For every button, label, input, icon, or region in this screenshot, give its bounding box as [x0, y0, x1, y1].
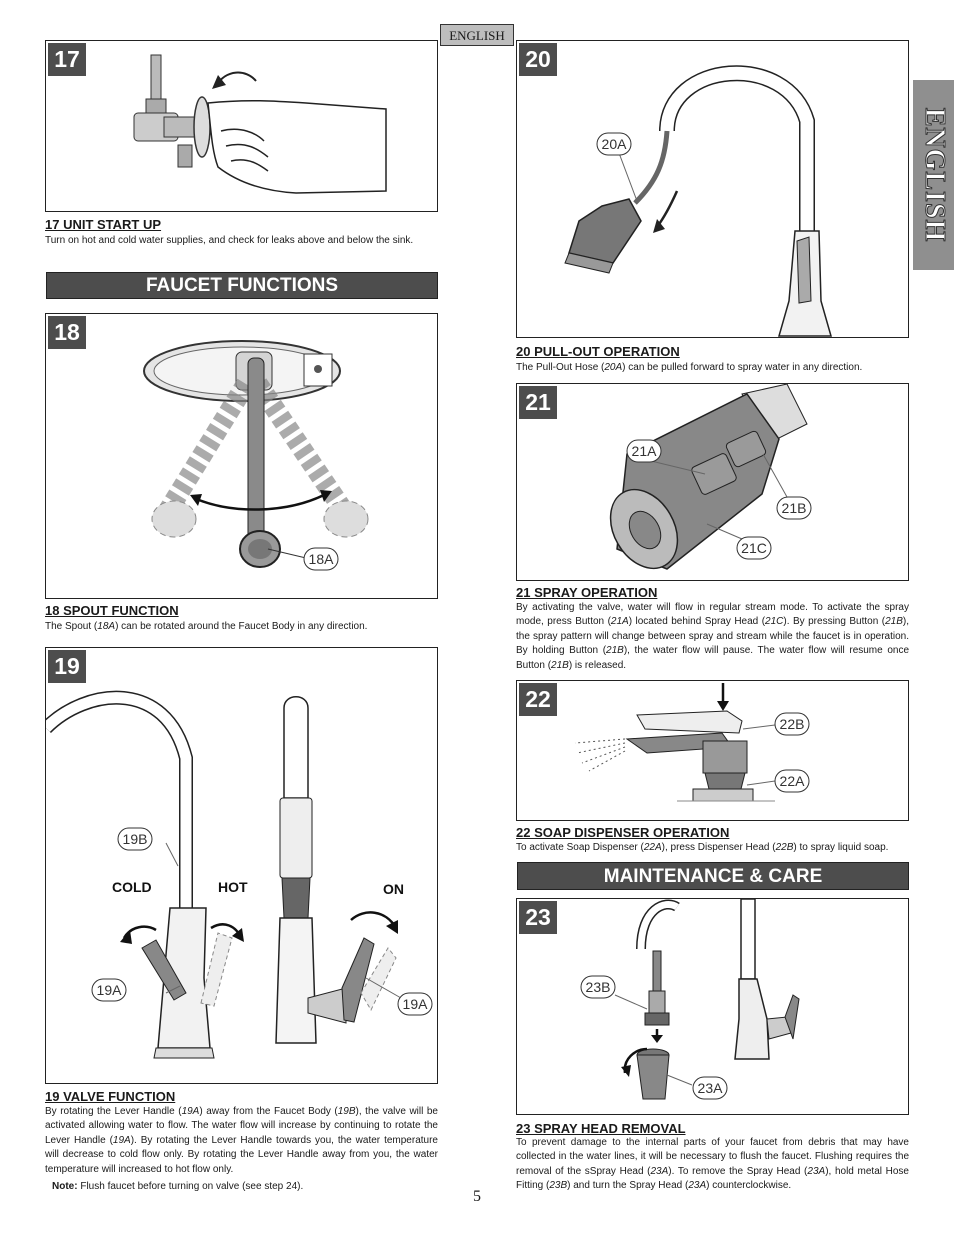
- label-hot: HOT: [218, 879, 248, 895]
- illustration-pull-out-operation: 20A: [564, 65, 832, 337]
- step-22-title: 22 SOAP DISPENSER OPERATION: [516, 825, 730, 840]
- illustration-spray-operation: 21A 21B 21C: [609, 384, 812, 570]
- step-number-17: 17: [48, 43, 86, 76]
- figure-17: 17: [45, 40, 438, 212]
- illustration-unit-start-up: [133, 54, 387, 194]
- step-number-20: 20: [519, 43, 557, 76]
- callout-19a-left: 19A: [97, 982, 123, 998]
- illustration-soap-dispenser: 22B 22A: [574, 683, 810, 802]
- note-label: Note:: [52, 1181, 78, 1192]
- figure-19: 19B 19A 19A COLD HOT ON 19: [45, 647, 438, 1084]
- step-number-23: 23: [519, 901, 557, 934]
- step-23-body: To prevent damage to the internal parts …: [516, 1137, 909, 1192]
- callout-22a: 22A: [780, 773, 806, 789]
- step-number-18: 18: [48, 316, 86, 349]
- step-number-22: 22: [519, 683, 557, 716]
- step-19-note: Note: Flush faucet before turning on val…: [52, 1180, 438, 1194]
- callout-23b: 23B: [586, 979, 611, 995]
- step-number-21: 21: [519, 386, 557, 419]
- callout-22b: 22B: [780, 716, 805, 732]
- callout-21c: 21C: [741, 540, 767, 556]
- step-19-body: By rotating the Lever Handle (19A) away …: [45, 1106, 438, 1175]
- callout-23a: 23A: [698, 1080, 724, 1096]
- step-21-title: 21 SPRAY OPERATION: [516, 585, 658, 600]
- figure-23: 23B 23A 23: [516, 898, 909, 1115]
- figure-18: 18A 18: [45, 313, 438, 599]
- illustration-spout-function: 18A: [143, 340, 369, 571]
- step-22-body: To activate Soap Dispenser (22A), press …: [516, 842, 889, 853]
- callout-19b: 19B: [123, 831, 148, 847]
- step-18-body: The Spout (18A) can be rotated around th…: [45, 621, 368, 632]
- note-text: Flush faucet before turning on valve (se…: [77, 1181, 304, 1192]
- label-on: ON: [383, 881, 404, 897]
- step-number-19: 19: [48, 650, 86, 683]
- callout-19a-right: 19A: [403, 996, 429, 1012]
- maintenance-care-heading: MAINTENANCE & CARE: [517, 862, 909, 890]
- language-tag: ENGLISH: [440, 24, 514, 46]
- figure-22: 22B 22A 22: [516, 680, 909, 821]
- step-23-title: 23 SPRAY HEAD REMOVAL: [516, 1121, 686, 1136]
- illustration-valve-function: 19B 19A 19A COLD HOT ON: [46, 690, 433, 1059]
- label-cold: COLD: [112, 879, 152, 895]
- page-number: 5: [473, 1188, 481, 1205]
- step-18-title: 18 SPOUT FUNCTION: [45, 603, 179, 618]
- callout-21a: 21A: [632, 443, 658, 459]
- faucet-functions-heading: FAUCET FUNCTIONS: [46, 272, 438, 299]
- callout-18a: 18A: [309, 551, 335, 567]
- step-17-title: 17 UNIT START UP: [45, 217, 162, 232]
- step-17-body: Turn on hot and cold water supplies, and…: [45, 235, 414, 246]
- callout-20a: 20A: [602, 136, 628, 152]
- side-language-tab: ENGLISH: [913, 80, 954, 270]
- step-20-body: The Pull-Out Hose (20A) can be pulled fo…: [516, 362, 863, 373]
- step-19-title: 19 VALVE FUNCTION: [45, 1089, 176, 1104]
- figure-20: 20A 20: [516, 40, 909, 338]
- illustration-spray-head-removal: 23B 23A: [580, 899, 800, 1100]
- step-20-title: 20 PULL-OUT OPERATION: [516, 344, 680, 359]
- callout-21b: 21B: [782, 500, 807, 516]
- step-21-body: By activating the valve, water will flow…: [516, 602, 910, 671]
- figure-21: 21A 21B 21C 21: [516, 383, 909, 581]
- side-tab-label: ENGLISH: [918, 107, 950, 243]
